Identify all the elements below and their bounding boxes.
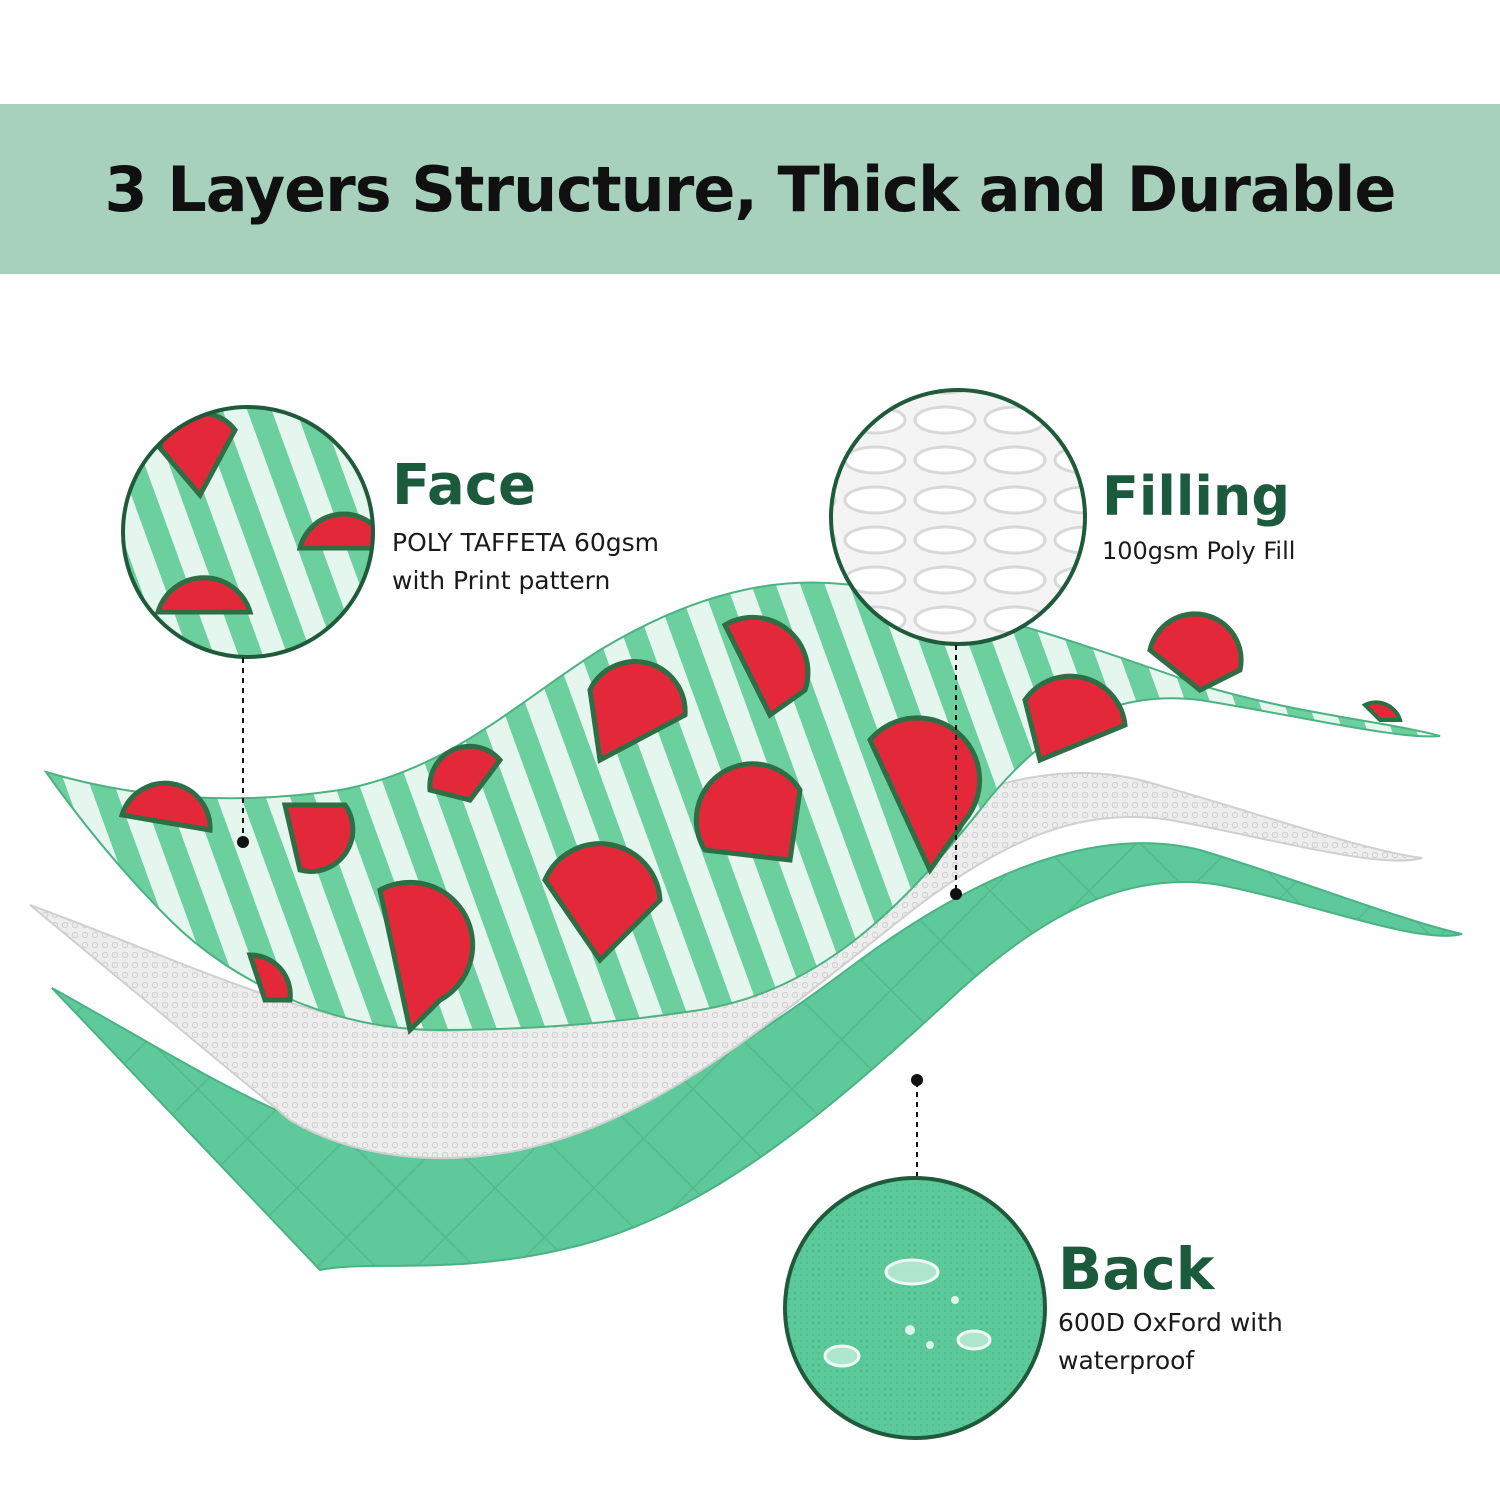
- back-title: Back: [1058, 1235, 1215, 1303]
- back-description: 600D OxFord with waterproof: [1058, 1308, 1283, 1375]
- face-label: Face POLY TAFFETA 60gsm with Print patte…: [392, 458, 659, 600]
- face-description: POLY TAFFETA 60gsm with Print pattern: [392, 528, 660, 595]
- face-layer: [43, 581, 1441, 1036]
- back-zoom-circle: [783, 1176, 1047, 1440]
- face-title: Face: [392, 453, 536, 518]
- leader-lines: [237, 645, 962, 1176]
- filling-description: 100gsm Poly Fill: [1102, 537, 1296, 565]
- watermelon-slice-icon: [118, 611, 1403, 1036]
- page-title: 3 Layers Structure, Thick and Durable: [104, 152, 1397, 226]
- face-zoom-circle: [121, 405, 375, 659]
- filling-title: Filling: [1102, 465, 1291, 528]
- filling-zoom-circle: [829, 388, 1087, 646]
- back-label: Back 600D OxFord with waterproof: [1058, 1240, 1283, 1380]
- header-banner: 3 Layers Structure, Thick and Durable: [0, 104, 1500, 274]
- filling-label: Filling 100gsm Poly Fill: [1102, 470, 1295, 570]
